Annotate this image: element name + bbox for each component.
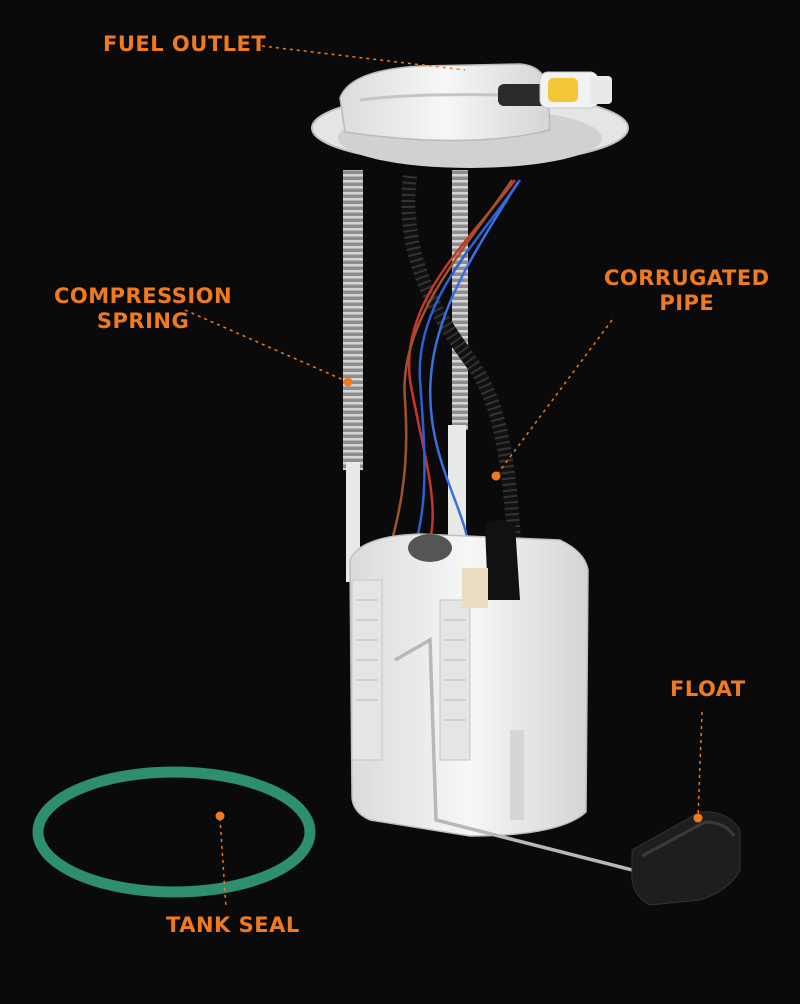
compression-spring-right (448, 170, 468, 575)
label-compression-spring: COMPRESSION SPRING (54, 284, 232, 334)
float-arm (394, 637, 641, 874)
float (631, 811, 741, 906)
pump-module-body (349, 520, 589, 837)
label-compression-spring-line2: SPRING (96, 309, 190, 333)
label-corrugated-pipe-line1: CORRUGATED (604, 266, 770, 290)
callout-leaders (184, 45, 703, 909)
label-corrugated-pipe-line2: PIPE (659, 291, 715, 315)
label-fuel-outlet: FUEL OUTLET (103, 32, 267, 56)
label-compression-spring-line1: COMPRESSION (54, 284, 233, 308)
wiring (378, 179, 522, 581)
label-tank-seal: TANK SEAL (166, 913, 300, 937)
tank-seal-ring (32, 766, 316, 898)
compression-spring-left (343, 170, 363, 582)
top-flange (311, 63, 629, 168)
callout-dots (215, 377, 703, 823)
label-corrugated-pipe: CORRUGATED PIPE (604, 266, 770, 316)
fuel-outlet-nozzle (498, 71, 612, 109)
label-float: FLOAT (670, 677, 746, 701)
